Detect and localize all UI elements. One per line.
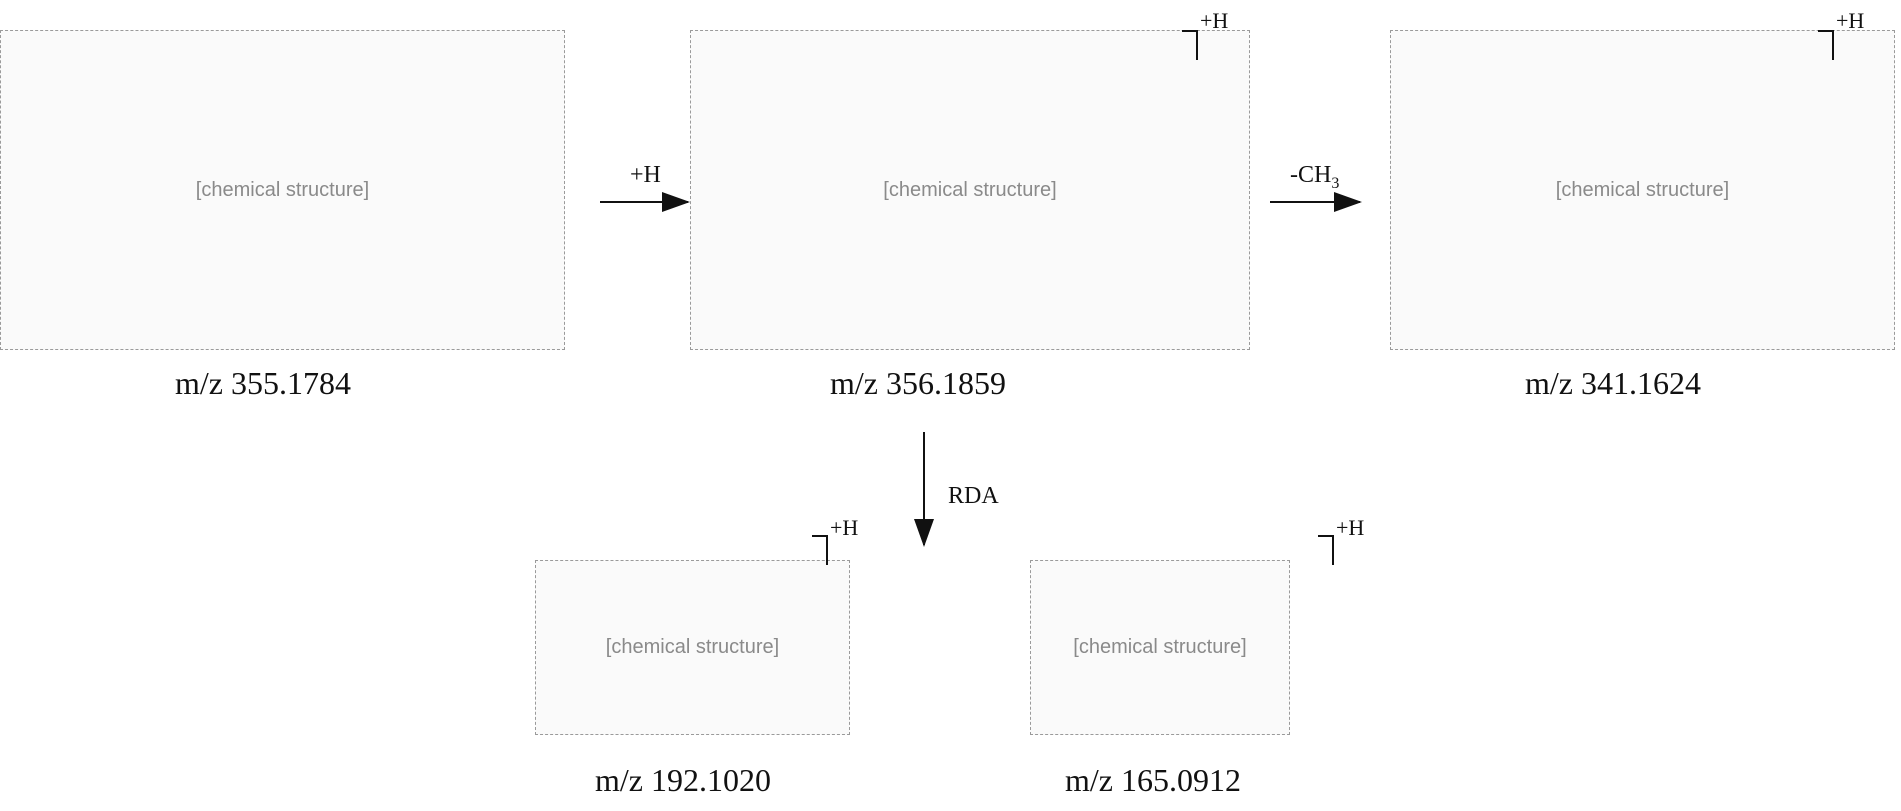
structure-5-charge: +H bbox=[1336, 515, 1365, 540]
structure-2-placeholder: [chemical structure] bbox=[690, 30, 1250, 350]
arrow-rda-label: RDA bbox=[948, 483, 999, 509]
structure-1-mz-label: m/z 355.1784 bbox=[175, 365, 351, 401]
structure-1-placeholder: [chemical structure] bbox=[0, 30, 565, 350]
structure-4-mz-label: m/z 192.1020 bbox=[595, 762, 771, 798]
structure-2-bracket bbox=[1182, 30, 1198, 60]
structure-4-placeholder: [chemical structure] bbox=[535, 560, 850, 735]
structure-5-bracket bbox=[1318, 535, 1334, 565]
arrow-protonation-label: +H bbox=[630, 162, 661, 188]
structure-5-mz-label: m/z 165.0912 bbox=[1065, 762, 1241, 798]
structure-4-charge: +H bbox=[830, 515, 859, 540]
structure-3-placeholder: [chemical structure] bbox=[1390, 30, 1895, 350]
structure-3-bracket bbox=[1818, 30, 1834, 60]
structure-3-mz-label: m/z 341.1624 bbox=[1525, 365, 1701, 401]
arrow-demethylation-label: -CH3 bbox=[1290, 162, 1340, 192]
structure-5-placeholder: [chemical structure] bbox=[1030, 560, 1290, 735]
structure-3-charge: +H bbox=[1836, 8, 1865, 33]
structure-2-charge: +H bbox=[1200, 8, 1229, 33]
structure-2-mz-label: m/z 356.1859 bbox=[830, 365, 1006, 401]
structure-4-bracket bbox=[812, 535, 828, 565]
